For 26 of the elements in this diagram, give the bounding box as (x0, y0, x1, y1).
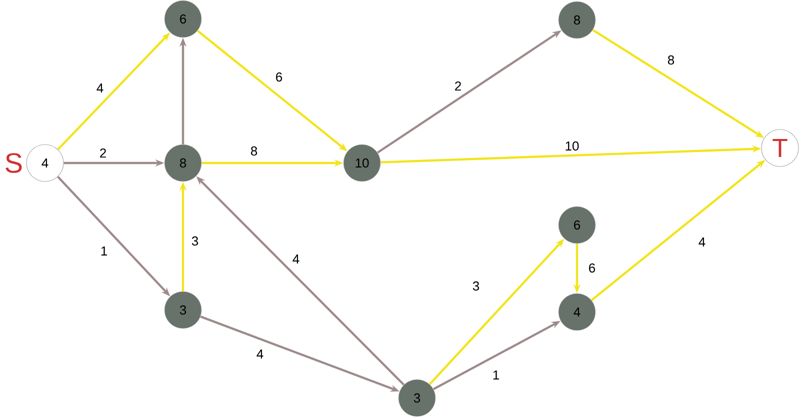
circle-node: 6 (558, 206, 596, 244)
edge-label: 4 (697, 236, 707, 248)
edge-label: 3 (471, 280, 481, 292)
circle-node: 3 (398, 379, 436, 417)
edge-label: 3 (190, 235, 200, 247)
edge-label: 2 (453, 80, 463, 92)
circle-node: 4 (558, 293, 596, 331)
edge-label: 6 (587, 262, 597, 274)
edge-label: 8 (666, 54, 676, 66)
source-node: 4 (26, 144, 64, 182)
edge-label: 10 (564, 140, 580, 152)
edge-label: 6 (274, 71, 284, 83)
circle-node: 3 (164, 291, 202, 329)
edge-label: 4 (255, 348, 265, 360)
circle-node: 10 (343, 144, 381, 182)
edge-label: 4 (291, 254, 301, 264)
edge-label: 2 (98, 147, 108, 159)
edge-label: 1 (491, 370, 501, 380)
circle-node: 8 (164, 144, 202, 182)
edge-label: 4 (95, 82, 105, 94)
circle-node: 8 (558, 1, 596, 39)
edge-label: 1 (99, 246, 109, 256)
node-label: S (6, 153, 22, 173)
edge-label: 8 (249, 145, 259, 157)
circle-node: 6 (164, 0, 202, 38)
sink-node: T (761, 129, 799, 167)
